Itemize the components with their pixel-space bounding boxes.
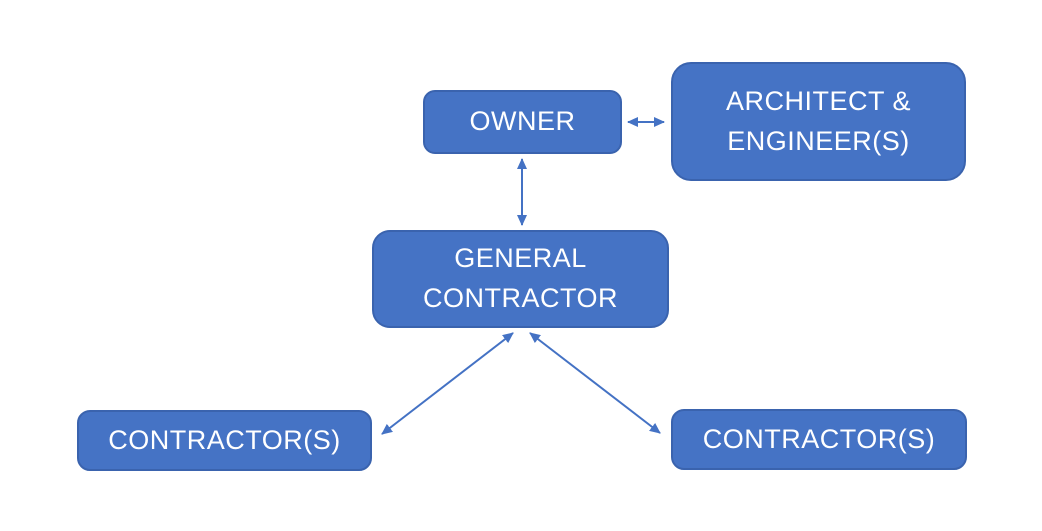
connector-general-contractor-left xyxy=(381,332,514,435)
node-architect-engineers: ARCHITECT & ENGINEER(S) xyxy=(671,62,966,181)
node-contractor-left: CONTRACTOR(S) xyxy=(77,410,372,471)
node-contractor-left-label: CONTRACTOR(S) xyxy=(108,424,341,455)
node-contractor-right-label: CONTRACTOR(S) xyxy=(702,423,936,454)
node-general-contractor-label: GENERAL CONTRACTOR xyxy=(422,243,618,313)
node-architect-engineers-label: ARCHITECT & ENGINEER(S) xyxy=(725,85,912,156)
node-general-contractor: GENERAL CONTRACTOR xyxy=(372,230,669,328)
connector-general-contractor-right xyxy=(529,332,661,434)
node-owner-label: OWNER xyxy=(469,106,576,137)
node-owner: OWNER xyxy=(423,90,622,154)
node-contractor-right: CONTRACTOR(S) xyxy=(671,409,967,470)
